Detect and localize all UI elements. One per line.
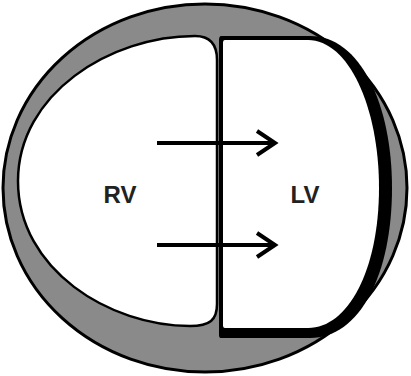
chamber-label: LV [291,183,320,207]
cavity-path [18,36,217,326]
cavity-path [219,36,392,338]
ventricle-cavity: LV [218,32,396,342]
arrow-shaft [157,243,273,247]
ventricle-cavity: RV [16,34,220,330]
chamber-label: RV [104,183,137,207]
arrow-shaft [157,141,273,145]
myocardium [3,4,407,372]
cavity-outline [16,34,220,330]
cavity-path [223,40,379,328]
